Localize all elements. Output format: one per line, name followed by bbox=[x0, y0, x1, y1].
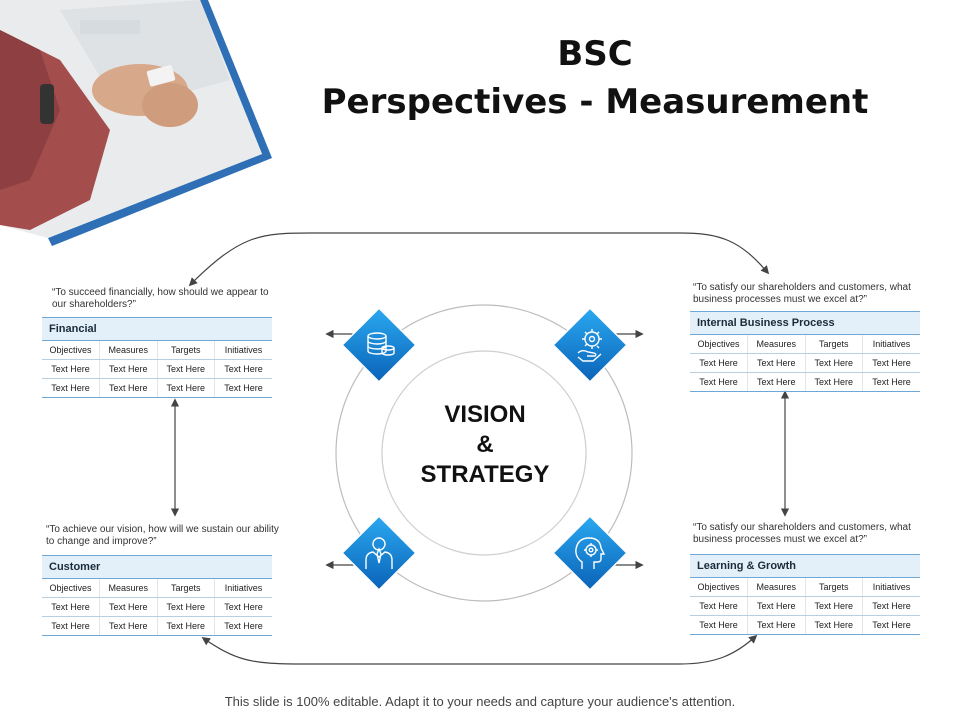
vision-strategy-label: VISION & STRATEGY bbox=[405, 400, 565, 490]
table-cell: Text Here bbox=[804, 615, 863, 635]
col-objectives: Objectives bbox=[690, 578, 748, 597]
table-cell: Text Here bbox=[214, 616, 272, 636]
bottom-arc-arrow bbox=[201, 634, 758, 665]
inner-ring bbox=[381, 350, 587, 556]
coins-stack-icon bbox=[341, 307, 417, 383]
table-cell: Text Here bbox=[214, 378, 272, 398]
corner-photo bbox=[0, 0, 280, 250]
page-title: BSC Perspectives - Measurement bbox=[300, 30, 890, 126]
table-cell: Text Here bbox=[214, 597, 272, 617]
customer-question: “To achieve our vision, how will we sust… bbox=[46, 524, 279, 547]
col-measures: Measures bbox=[99, 341, 157, 360]
table-cell: Text Here bbox=[690, 353, 748, 373]
table-cell: Text Here bbox=[690, 615, 748, 635]
financial-panel: Financial Objectives Measures Targets In… bbox=[42, 317, 272, 398]
table-cell: Text Here bbox=[99, 378, 157, 398]
col-targets: Targets bbox=[156, 579, 215, 598]
title-line-2: Perspectives - Measurement bbox=[321, 82, 869, 122]
table-cell: Text Here bbox=[156, 616, 215, 636]
table-cell: Text Here bbox=[747, 596, 805, 616]
table-cell: Text Here bbox=[42, 616, 100, 636]
col-initiatives: Initiatives bbox=[214, 341, 272, 360]
table-cell: Text Here bbox=[804, 372, 863, 392]
col-objectives: Objectives bbox=[42, 579, 100, 598]
top-arc-arrow bbox=[188, 232, 770, 287]
col-initiatives: Initiatives bbox=[862, 578, 920, 597]
gear-hand-icon bbox=[552, 307, 628, 383]
col-objectives: Objectives bbox=[42, 341, 100, 360]
title-line-1: BSC bbox=[557, 34, 633, 74]
table-cell: Text Here bbox=[862, 596, 920, 616]
learning-question: “To satisfy our shareholders and custome… bbox=[693, 522, 911, 545]
table-row: Text Here Text Here Text Here Text Here bbox=[690, 353, 920, 373]
table-row: Text Here Text Here Text Here Text Here bbox=[42, 616, 272, 636]
table-row: Text Here Text Here Text Here Text Here bbox=[690, 615, 920, 635]
col-measures: Measures bbox=[99, 579, 157, 598]
learning-table: Objectives Measures Targets Initiatives … bbox=[690, 578, 920, 635]
table-cell: Text Here bbox=[747, 615, 805, 635]
table-cell: Text Here bbox=[690, 596, 748, 616]
table-cell: Text Here bbox=[42, 378, 100, 398]
col-objectives: Objectives bbox=[690, 335, 748, 354]
table-cell: Text Here bbox=[862, 353, 920, 373]
table-cell: Text Here bbox=[156, 597, 215, 617]
learning-panel: Learning & Growth Objectives Measures Ta… bbox=[690, 554, 920, 635]
table-cell: Text Here bbox=[99, 597, 157, 617]
customer-panel-title: Customer bbox=[42, 555, 272, 579]
table-cell: Text Here bbox=[804, 353, 863, 373]
table-row: Text Here Text Here Text Here Text Here bbox=[42, 359, 272, 379]
businessman-icon bbox=[341, 515, 417, 591]
col-targets: Targets bbox=[804, 578, 863, 597]
col-targets: Targets bbox=[804, 335, 863, 354]
financial-question: “To succeed financially, how should we a… bbox=[52, 287, 269, 310]
table-row: Text Here Text Here Text Here Text Here bbox=[690, 372, 920, 392]
col-targets: Targets bbox=[156, 341, 215, 360]
table-cell: Text Here bbox=[862, 615, 920, 635]
table-cell: Text Here bbox=[747, 353, 805, 373]
table-header-row: Objectives Measures Targets Initiatives bbox=[42, 579, 272, 598]
table-cell: Text Here bbox=[214, 359, 272, 379]
head-gear-icon bbox=[552, 515, 628, 591]
table-row: Text Here Text Here Text Here Text Here bbox=[42, 597, 272, 617]
learning-panel-title: Learning & Growth bbox=[690, 554, 920, 578]
table-cell: Text Here bbox=[156, 378, 215, 398]
customer-panel: Customer Objectives Measures Targets Ini… bbox=[42, 555, 272, 636]
table-row: Text Here Text Here Text Here Text Here bbox=[42, 378, 272, 398]
col-measures: Measures bbox=[747, 578, 805, 597]
internal-panel-title: Internal Business Process bbox=[690, 311, 920, 335]
table-header-row: Objectives Measures Targets Initiatives bbox=[690, 335, 920, 354]
table-header-row: Objectives Measures Targets Initiatives bbox=[42, 341, 272, 360]
table-row: Text Here Text Here Text Here Text Here bbox=[690, 596, 920, 616]
financial-table: Objectives Measures Targets Initiatives … bbox=[42, 341, 272, 398]
table-cell: Text Here bbox=[99, 359, 157, 379]
col-initiatives: Initiatives bbox=[214, 579, 272, 598]
customer-table: Objectives Measures Targets Initiatives … bbox=[42, 579, 272, 636]
table-cell: Text Here bbox=[747, 372, 805, 392]
table-cell: Text Here bbox=[42, 597, 100, 617]
hands-photo-image bbox=[0, 0, 272, 246]
table-cell: Text Here bbox=[156, 359, 215, 379]
vision-line: VISION bbox=[444, 401, 526, 428]
financial-panel-title: Financial bbox=[42, 317, 272, 341]
col-measures: Measures bbox=[747, 335, 805, 354]
table-header-row: Objectives Measures Targets Initiatives bbox=[690, 578, 920, 597]
table-cell: Text Here bbox=[862, 372, 920, 392]
ampersand-line: & bbox=[476, 431, 494, 458]
internal-table: Objectives Measures Targets Initiatives … bbox=[690, 335, 920, 392]
table-cell: Text Here bbox=[804, 596, 863, 616]
internal-question: “To satisfy our shareholders and custome… bbox=[693, 282, 911, 305]
outer-ring bbox=[335, 304, 633, 602]
footer-note: This slide is 100% editable. Adapt it to… bbox=[224, 694, 736, 709]
table-cell: Text Here bbox=[99, 616, 157, 636]
table-cell: Text Here bbox=[690, 372, 748, 392]
col-initiatives: Initiatives bbox=[862, 335, 920, 354]
table-cell: Text Here bbox=[42, 359, 100, 379]
strategy-line: STRATEGY bbox=[420, 461, 550, 488]
internal-panel: Internal Business Process Objectives Mea… bbox=[690, 311, 920, 392]
